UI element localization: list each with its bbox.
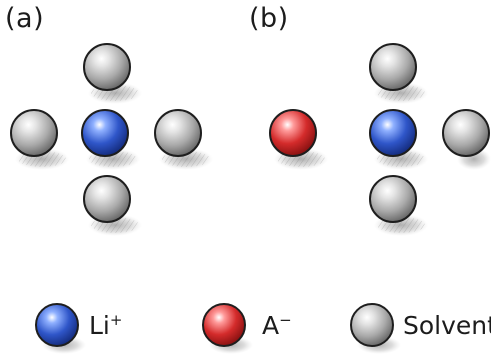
legend-anion-charge: − [279,311,292,329]
panel-b-li-ion [369,109,428,170]
legend-anion-text: A [262,311,280,340]
legend-anion-label: A− [262,311,292,340]
legend-li-text: Li [89,311,110,340]
panel-b-solvent-right [442,109,491,170]
panel-a-solvent-bottom [83,175,142,236]
panel-a-cluster [10,43,213,236]
legend-li-label: Li+ [89,311,123,340]
panel-a-solvent-top [83,43,142,104]
legend-li-swatch [35,303,86,354]
legend-solvent-swatch [350,303,401,354]
legend-li-charge: + [109,311,123,329]
panel-a-li-ion [81,109,140,170]
panel-a-solvent-left [10,109,69,170]
legend [35,303,401,354]
legend-solvent-label: Solvent [403,311,491,340]
panel-b-anion [269,109,328,170]
panel-b-label: (b) [249,3,289,34]
panel-a-solvent-right [154,109,213,170]
legend-anion-swatch [202,303,253,354]
panel-b-solvent-bottom [369,175,428,236]
panel-b-solvent-top [369,43,428,104]
panel-b-cluster [269,43,491,236]
panel-a-label: (a) [5,3,45,34]
